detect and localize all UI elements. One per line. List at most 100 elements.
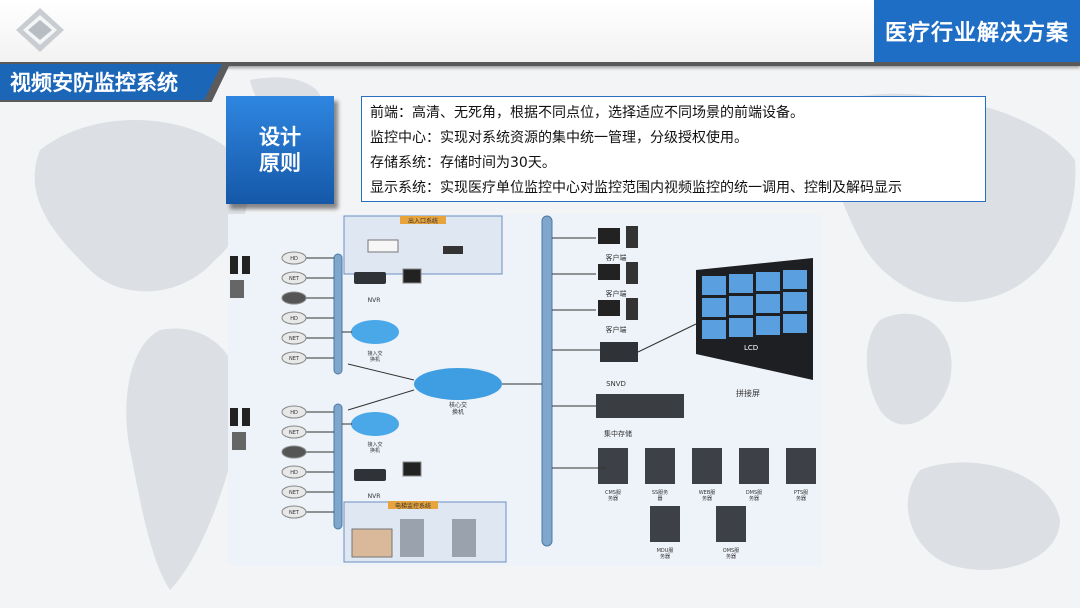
server-tower <box>716 506 746 542</box>
link-wall <box>637 323 697 353</box>
server-label: OMS服务器 <box>723 548 739 560</box>
nvr-bottom-device <box>354 469 386 481</box>
top-camera <box>281 351 307 365</box>
access-bus-bottom <box>333 403 343 530</box>
access-bus-top <box>333 253 343 375</box>
top-camera <box>281 311 307 325</box>
nvr-top-label: NVR <box>368 297 381 304</box>
video-wall-tile <box>756 272 780 291</box>
card-reader-bottom-2 <box>242 408 250 426</box>
client-monitor <box>598 264 620 280</box>
access-switch-top <box>351 320 399 344</box>
design-point-frontend: 前端：高清、无死角，根据不同点位，选择适应不同场景的前端设备。 <box>370 105 804 121</box>
top-camera-label: NET <box>289 336 300 342</box>
server-label: WEB服务器 <box>699 490 716 502</box>
top-panel-title-tag <box>400 216 446 224</box>
video-wall: LCD <box>696 258 813 380</box>
central-storage-label: 集中存储 <box>604 429 632 438</box>
video-wall-tile <box>702 276 726 295</box>
server-label: PTS服务器 <box>794 490 808 502</box>
server-group: CMS服务器 SS服务器 WEB服务器 DMS服务器 PTS服务器 MDU服务器 OMS服务… <box>598 448 816 560</box>
top-camera <box>281 331 307 345</box>
video-wall-tile <box>729 318 753 337</box>
nvr-top-monitor <box>402 268 422 284</box>
bottom-camera-label: NET <box>289 510 300 516</box>
bottom-camera <box>281 485 307 499</box>
access-switch-top-label: 接入交换机 <box>367 350 382 363</box>
top-camera-label: HD <box>290 316 298 322</box>
top-camera <box>281 291 307 305</box>
server-label: CMS服务器 <box>605 490 621 502</box>
video-wall-tile <box>756 316 780 335</box>
video-wall-tile <box>756 294 780 313</box>
server-tower <box>645 448 675 484</box>
server-tower <box>650 506 680 542</box>
top-panel-recorder <box>443 246 463 254</box>
bottom-panel-title-tag <box>388 501 438 509</box>
link-core-top <box>347 363 415 381</box>
card-reader-top-1 <box>230 256 238 274</box>
section-title: 视频安防监控系统 <box>0 64 222 100</box>
central-storage-device <box>596 394 684 418</box>
nvr-top-device <box>354 272 386 284</box>
decoder-device <box>600 342 638 362</box>
server-tower <box>739 448 769 484</box>
client-tower <box>626 298 638 320</box>
bottom-camera <box>281 445 307 459</box>
core-switch-cloud <box>414 368 502 400</box>
bottom-camera-label: HD <box>290 470 298 476</box>
bottom-camera-label: NET <box>289 490 300 496</box>
server-label: MDU服务器 <box>657 548 674 560</box>
video-wall-tile <box>702 298 726 317</box>
server-label: DMS服务器 <box>746 490 762 502</box>
client-monitor <box>598 300 620 316</box>
bottom-camera-label: HD <box>290 410 298 416</box>
nvr-bottom-label: NVR <box>368 493 381 500</box>
principle-line1: 设计 <box>259 125 301 149</box>
top-camera-label: NET <box>289 356 300 362</box>
server-label: SS服务器 <box>652 489 668 502</box>
client-label: 客户端 <box>606 289 627 298</box>
elevator-photo <box>351 528 393 558</box>
svad-label: SNVD <box>606 380 626 388</box>
design-point-storage: 存储系统：存储时间为30天。 <box>370 155 556 171</box>
header-bar: 医疗行业解决方案 <box>0 0 1080 66</box>
design-points-box: 前端：高清、无死角，根据不同点位，选择适应不同场景的前端设备。 监控中心：实现对… <box>361 96 986 202</box>
top-camera <box>281 251 307 265</box>
server-tower <box>786 448 816 484</box>
top-camera <box>281 271 307 285</box>
bottom-camera-label: NET <box>289 430 300 436</box>
server-tower <box>598 448 628 484</box>
client-tower <box>626 262 638 284</box>
card-reader-bottom-1 <box>230 408 238 426</box>
top-camera-label: NET <box>289 276 300 282</box>
bottom-camera <box>281 465 307 479</box>
elevator-door-1 <box>400 519 424 557</box>
bottom-camera <box>281 425 307 439</box>
video-wall-tile <box>783 270 807 289</box>
top-panel-title: 出入口系统 <box>408 217 438 225</box>
client-label: 客户端 <box>606 253 627 262</box>
diamond-logo-icon <box>16 8 64 52</box>
video-wall-tile <box>729 296 753 315</box>
access-switch-bottom <box>351 412 399 436</box>
video-wall-tile <box>729 274 753 293</box>
principle-line2: 原则 <box>259 151 301 175</box>
bottom-camera <box>281 405 307 419</box>
design-point-monitor-center: 监控中心：实现对系统资源的集中统一管理，分级授权使用。 <box>370 130 748 146</box>
camera-group-bottom: HD NET HD NET NET <box>230 405 334 519</box>
server-tower <box>692 448 722 484</box>
access-switch-bottom-label: 接入交换机 <box>367 441 382 454</box>
top-panel-device <box>367 239 399 253</box>
nvr-bottom-monitor <box>402 461 422 477</box>
industry-title: 医疗行业解决方案 <box>874 0 1080 62</box>
video-wall-label: 拼接屏 <box>736 388 760 398</box>
core-bus <box>541 215 553 547</box>
bottom-panel-title: 电梯监控系统 <box>395 502 431 510</box>
client-monitor <box>598 228 620 244</box>
video-wall-tile <box>783 292 807 311</box>
network-topology-diagram: 出入口系统 电梯监控系统 NVR NVR 接入交换机 接入交换机 核心交换机 H… <box>228 214 822 566</box>
core-switch-label: 核心交换机 <box>449 401 467 416</box>
